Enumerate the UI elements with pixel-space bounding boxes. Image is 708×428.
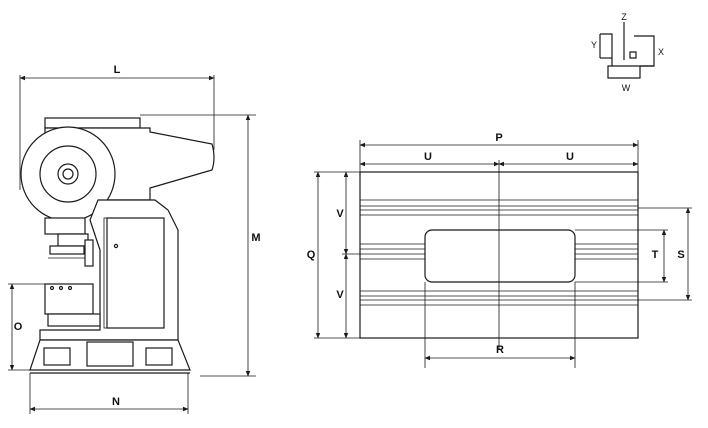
label-R: R bbox=[496, 344, 504, 356]
label-Q: Q bbox=[307, 249, 316, 261]
label-U-right: U bbox=[566, 151, 574, 163]
dimension-R: R bbox=[424, 282, 576, 368]
dimension-V: V V bbox=[336, 171, 360, 339]
label-S: S bbox=[677, 249, 684, 261]
label-X: X bbox=[658, 47, 664, 57]
label-O: O bbox=[14, 321, 23, 333]
bolster-bolt bbox=[49, 285, 55, 291]
label-V-bottom: V bbox=[336, 289, 344, 301]
dimension-M: M bbox=[140, 114, 261, 377]
press-door bbox=[106, 217, 165, 329]
press-top-cap bbox=[44, 117, 141, 129]
flywheel-axle bbox=[62, 168, 74, 180]
bolster-bolt bbox=[67, 285, 73, 291]
press-punch-holder bbox=[57, 233, 89, 247]
label-T: T bbox=[652, 249, 659, 261]
press-guide bbox=[84, 239, 94, 267]
label-N: N bbox=[112, 396, 120, 408]
press-bolster-base bbox=[47, 313, 101, 327]
flywheel-hub bbox=[57, 163, 79, 185]
flywheel-inner bbox=[39, 145, 97, 203]
dimension-N: N bbox=[29, 373, 189, 414]
base-foot-left bbox=[43, 347, 71, 366]
door-knob bbox=[113, 243, 119, 249]
base-center-block bbox=[86, 341, 134, 367]
label-U-left: U bbox=[424, 151, 432, 163]
base-foot-right bbox=[145, 347, 173, 366]
dimension-S: S bbox=[638, 207, 692, 301]
bed-opening bbox=[424, 229, 576, 283]
label-W: W bbox=[622, 83, 631, 93]
axis-icon-right-arm bbox=[634, 35, 655, 67]
label-L: L bbox=[114, 64, 121, 76]
dimension-Q: Q bbox=[307, 171, 360, 339]
label-P: P bbox=[495, 132, 502, 144]
press-ram bbox=[44, 217, 86, 235]
label-V-top: V bbox=[336, 208, 344, 220]
axis-icon: Z Y X W bbox=[591, 12, 664, 93]
dimension-P: P bbox=[359, 132, 639, 172]
axis-icon-body bbox=[600, 33, 641, 79]
press-door-hinge bbox=[103, 217, 108, 329]
bolster-bolt bbox=[58, 285, 64, 291]
label-M: M bbox=[251, 232, 260, 244]
dimension-T: T bbox=[575, 229, 668, 283]
dimension-U: U U bbox=[359, 151, 639, 167]
dimension-L: L bbox=[19, 64, 215, 190]
press-side-view bbox=[20, 117, 215, 374]
table-top-view bbox=[359, 160, 639, 350]
dimension-O: O bbox=[8, 283, 48, 371]
press-punch bbox=[49, 245, 85, 255]
axis-icon-block bbox=[629, 51, 637, 59]
label-Z: Z bbox=[621, 12, 627, 22]
label-Y: Y bbox=[591, 40, 597, 50]
